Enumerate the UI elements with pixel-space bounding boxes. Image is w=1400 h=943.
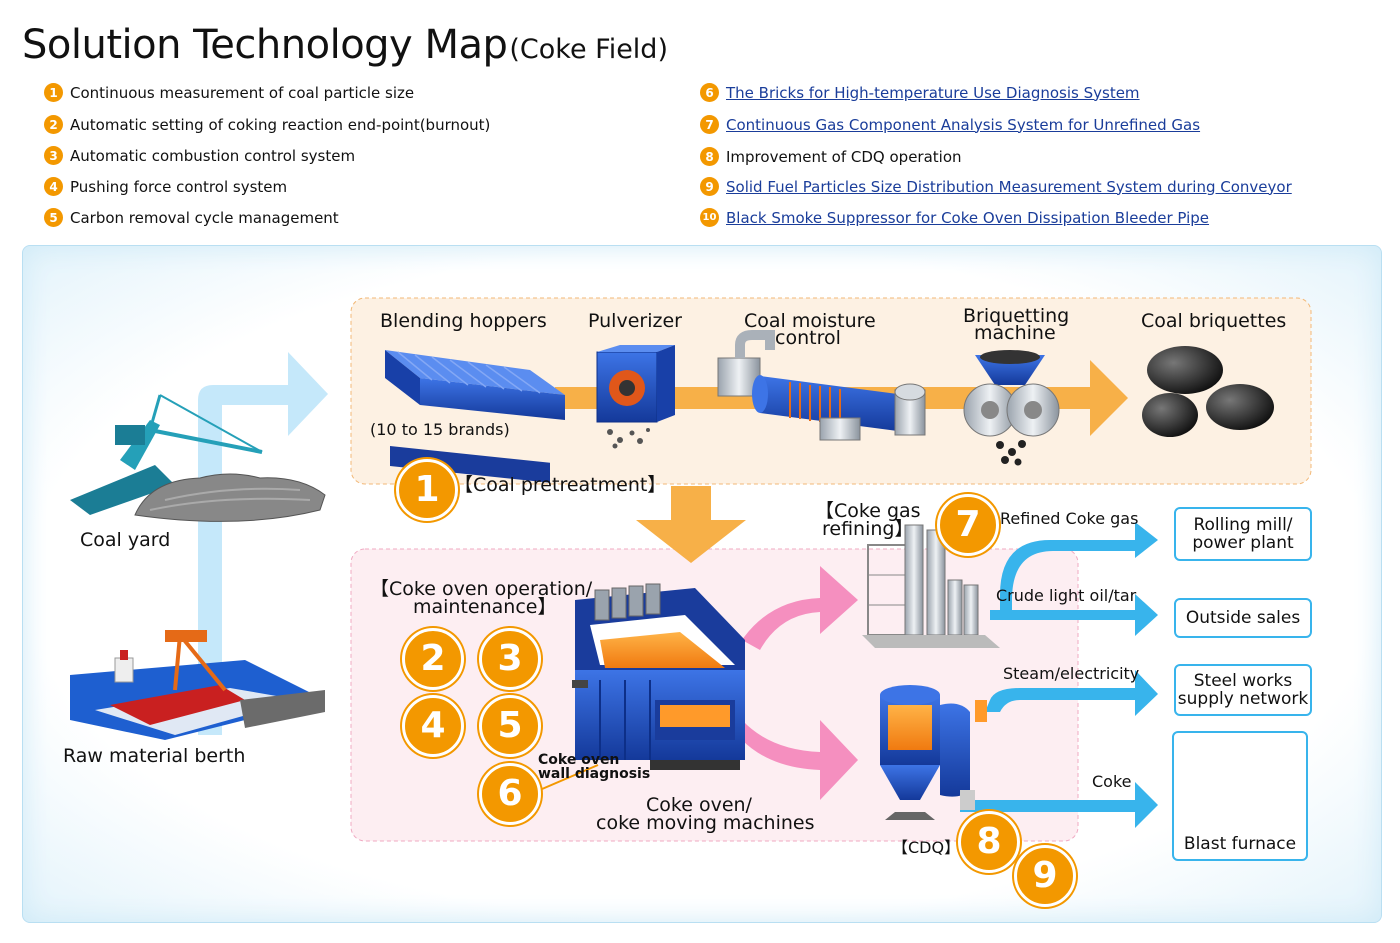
coal-yard-label: Coal yard bbox=[80, 529, 171, 551]
badge-9[interactable]: 9 bbox=[1014, 845, 1076, 907]
title-main: Solution Technology Map bbox=[22, 22, 508, 68]
legend-item-1: 1 Continuous measurement of coal particl… bbox=[44, 83, 414, 102]
legend-link[interactable]: Continuous Gas Component Analysis System… bbox=[726, 115, 1201, 134]
pulverizer-illustration bbox=[596, 345, 675, 449]
coal-moisture-label-2: control bbox=[775, 327, 841, 349]
legend-link[interactable]: The Bricks for High-temperature Use Diag… bbox=[726, 83, 1140, 102]
rolling-mill-label-2: power plant bbox=[1192, 533, 1294, 553]
badge-4[interactable]: 4 bbox=[402, 695, 464, 757]
legend-text: Automatic setting of coking reaction end… bbox=[70, 115, 491, 134]
gas-refining-illustration bbox=[862, 524, 1000, 648]
legend-item-6[interactable]: 6 The Bricks for High-temperature Use Di… bbox=[700, 83, 1140, 102]
steel-works-label-2: supply network bbox=[1177, 689, 1309, 709]
blending-hoppers-label: Blending hoppers bbox=[380, 310, 547, 332]
cdq-illustration bbox=[880, 685, 987, 820]
legend-text: Carbon removal cycle management bbox=[70, 208, 339, 227]
briquetting-label-2: machine bbox=[974, 322, 1056, 344]
coal-briquettes-label: Coal briquettes bbox=[1141, 310, 1287, 332]
legend-item-4: 4 Pushing force control system bbox=[44, 177, 287, 196]
coke-label: Coke bbox=[1092, 772, 1132, 791]
coke-gas-label-2: refining】 bbox=[822, 518, 914, 540]
legend-link[interactable]: Black Smoke Suppressor for Coke Oven Dis… bbox=[726, 208, 1210, 227]
legend-text: Continuous measurement of coal particle … bbox=[70, 83, 415, 102]
badge-7[interactable]: 7 bbox=[937, 494, 999, 556]
legend-number: 10 bbox=[700, 208, 719, 227]
steam-label: Steam/electricity bbox=[1003, 664, 1140, 683]
coal-briquettes-illustration bbox=[1142, 346, 1274, 437]
coke-oven-op-label-1: 【Coke oven operation/ bbox=[370, 578, 593, 600]
briquetting-label-1: Briquetting bbox=[963, 305, 1070, 327]
outside-sales-box: Outside sales bbox=[1174, 598, 1312, 638]
coal-moisture-control-illustration bbox=[717, 330, 926, 441]
badge-2[interactable]: 2 bbox=[402, 628, 464, 690]
rolling-mill-label-1: Rolling mill/ bbox=[1193, 515, 1293, 535]
legend-text: Improvement of CDQ operation bbox=[726, 147, 962, 166]
badge-6[interactable]: 6 bbox=[479, 763, 541, 825]
legend-number: 3 bbox=[44, 146, 63, 165]
wall-diagnosis-label-2: wall diagnosis bbox=[538, 766, 651, 782]
legend-number: 7 bbox=[700, 115, 719, 134]
refined-gas-label: Refined Coke gas bbox=[1000, 509, 1139, 528]
down-arrow bbox=[636, 486, 746, 563]
legend-item-9[interactable]: 9 Solid Fuel Particles Size Distribution… bbox=[700, 177, 1292, 196]
badge-3[interactable]: 3 bbox=[479, 628, 541, 690]
badge-1[interactable]: 1 bbox=[396, 459, 458, 521]
blue-arrow-refined-gas bbox=[1000, 522, 1158, 620]
cdq-label: 【CDQ】 bbox=[892, 838, 961, 857]
rolling-mill-box: Rolling mill/ power plant bbox=[1174, 507, 1312, 561]
brands-label: (10 to 15 brands) bbox=[370, 420, 510, 439]
coal-yard-illustration bbox=[70, 394, 326, 522]
blue-arrow-steam bbox=[985, 670, 1158, 716]
blast-furnace-label: Blast furnace bbox=[1183, 834, 1297, 854]
coke-oven-machines-label-2: coke moving machines bbox=[596, 812, 815, 834]
pink-arrow-gas bbox=[742, 566, 858, 650]
legend-number: 1 bbox=[44, 83, 63, 102]
legend-link[interactable]: Solid Fuel Particles Size Distribution M… bbox=[726, 177, 1292, 196]
blast-furnace-box: Blast furnace bbox=[1172, 731, 1308, 861]
berth-illustration bbox=[70, 630, 325, 740]
legend-number: 6 bbox=[700, 83, 719, 102]
legend-number: 9 bbox=[700, 177, 719, 196]
crude-oil-label: Crude light oil/tar bbox=[996, 586, 1137, 605]
steel-works-label-1: Steel works bbox=[1193, 671, 1293, 691]
legend-item-10[interactable]: 10 Black Smoke Suppressor for Coke Oven … bbox=[700, 208, 1209, 227]
pretreatment-arrowhead bbox=[1090, 360, 1128, 436]
blending-hoppers-illustration bbox=[385, 350, 565, 483]
coke-oven-op-label-2: maintenance】 bbox=[413, 596, 557, 618]
page-title: Solution Technology Map(Coke Field) bbox=[22, 22, 668, 68]
outside-sales-label: Outside sales bbox=[1185, 608, 1301, 628]
badge-5[interactable]: 5 bbox=[479, 695, 541, 757]
legend-item-5: 5 Carbon removal cycle management bbox=[44, 208, 339, 227]
steel-works-box: Steel works supply network bbox=[1174, 664, 1312, 716]
blue-arrow-coke bbox=[960, 782, 1158, 828]
badge-8[interactable]: 8 bbox=[958, 811, 1020, 873]
legend-number: 8 bbox=[700, 147, 719, 166]
coke-gas-label-1: 【Coke gas bbox=[815, 500, 921, 522]
title-sub: (Coke Field) bbox=[509, 34, 668, 65]
legend-item-3: 3 Automatic combustion control system bbox=[44, 146, 355, 165]
legend-text: Automatic combustion control system bbox=[70, 146, 356, 165]
legend-number: 5 bbox=[44, 208, 63, 227]
coal-pretreatment-label: 【Coal pretreatment】 bbox=[454, 474, 667, 496]
coal-moisture-label-1: Coal moisture bbox=[744, 310, 876, 332]
legend-text: Pushing force control system bbox=[70, 177, 288, 196]
legend-item-8: 8 Improvement of CDQ operation bbox=[700, 147, 962, 166]
coke-oven-machines-label-1: Coke oven/ bbox=[646, 794, 752, 816]
pink-arrow-cdq bbox=[742, 720, 858, 800]
legend-number: 2 bbox=[44, 115, 63, 134]
pulverizer-label: Pulverizer bbox=[588, 310, 682, 332]
coke-oven-illustration bbox=[572, 583, 745, 770]
briquetting-machine-illustration bbox=[963, 350, 1060, 466]
raw-berth-label: Raw material berth bbox=[63, 745, 246, 767]
legend-number: 4 bbox=[44, 177, 63, 196]
blue-arrow-crude-oil bbox=[990, 594, 1158, 636]
legend-item-7[interactable]: 7 Continuous Gas Component Analysis Syst… bbox=[700, 115, 1200, 134]
legend-item-2: 2 Automatic setting of coking reaction e… bbox=[44, 115, 490, 134]
wall-diagnosis-label-1: Coke oven bbox=[538, 752, 620, 768]
